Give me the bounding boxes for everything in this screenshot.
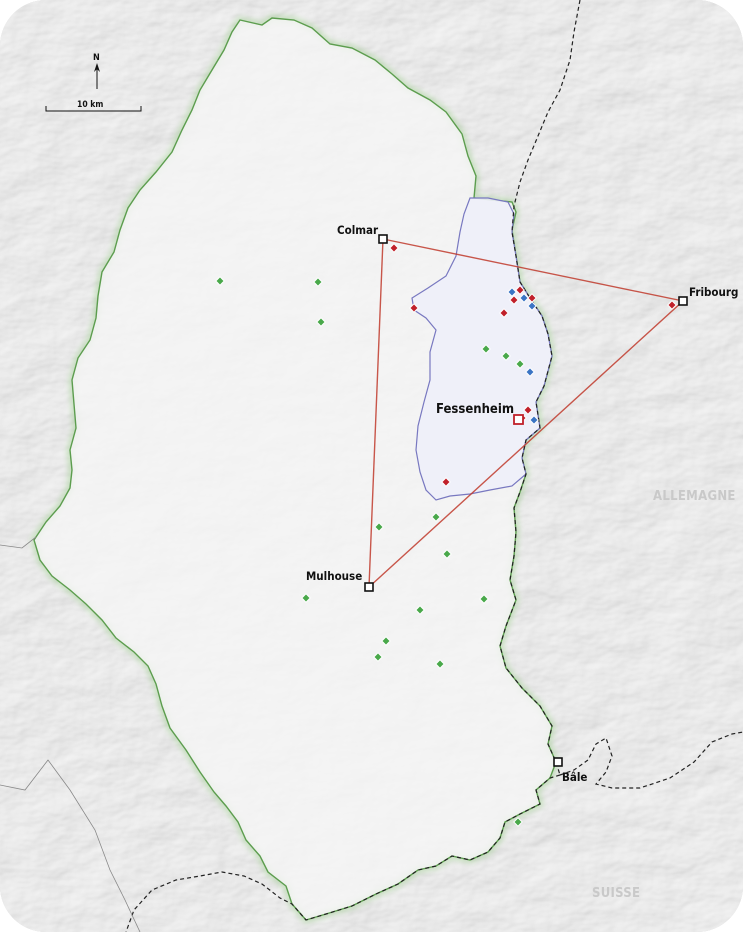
site-marker-green <box>373 652 383 662</box>
border-france-germany <box>499 0 581 776</box>
region-haut-rhin <box>33 17 557 921</box>
border-west-thin <box>0 536 37 549</box>
border-southwest-thin <box>0 759 141 932</box>
city-marker-colmar <box>378 234 388 244</box>
plant-marker-fessenheim <box>513 414 524 425</box>
site-marker-red <box>441 477 451 487</box>
city-marker-mulhouse <box>364 582 374 592</box>
site-marker-blue <box>519 293 529 303</box>
label-fessenheim: Fessenheim <box>436 402 514 417</box>
site-marker-red <box>409 303 419 313</box>
site-marker-red <box>509 295 519 305</box>
site-marker-green <box>513 817 523 827</box>
label-germany: ALLEMAGNE <box>653 489 736 504</box>
site-marker-green <box>442 549 452 559</box>
site-marker-blue <box>529 415 539 425</box>
label-switzerland: SUISSE <box>592 886 640 901</box>
site-marker-red <box>515 285 525 295</box>
markers-layer <box>215 243 677 827</box>
city-marker-bale <box>553 757 563 767</box>
site-marker-green <box>301 593 311 603</box>
label-colmar: Colmar <box>337 223 379 237</box>
site-marker-blue <box>527 301 537 311</box>
triangle-colmar-fribourg-mulhouse <box>368 238 685 589</box>
city-marker-fribourg <box>678 296 688 306</box>
site-marker-blue <box>507 287 517 297</box>
site-marker-green <box>515 359 525 369</box>
north-label: N <box>93 53 100 63</box>
site-marker-green <box>215 276 225 286</box>
site-marker-green <box>415 605 425 615</box>
label-mulhouse: Mulhouse <box>306 569 362 583</box>
north-arrow: N <box>93 53 100 89</box>
site-marker-red <box>667 300 677 310</box>
scale-label: 10 km <box>77 100 103 110</box>
site-marker-green <box>313 277 323 287</box>
site-marker-green <box>481 344 491 354</box>
label-fribourg: Fribourg <box>689 285 738 299</box>
site-marker-red <box>523 405 533 415</box>
north-arrow-icon <box>94 63 100 72</box>
site-marker-blue <box>525 367 535 377</box>
site-marker-red <box>389 243 399 253</box>
site-marker-green <box>316 317 326 327</box>
site-marker-green <box>501 351 511 361</box>
label-bale: Bâle <box>562 770 587 784</box>
site-marker-green <box>431 512 441 522</box>
border-france-switzerland <box>125 774 561 932</box>
scale-bar: 10 km <box>45 100 142 112</box>
site-marker-green <box>479 594 489 604</box>
site-marker-green <box>435 659 445 669</box>
site-marker-red <box>499 308 509 318</box>
site-marker-green <box>374 522 384 532</box>
border-germany-switzerland <box>559 731 743 789</box>
site-marker-green <box>381 636 391 646</box>
